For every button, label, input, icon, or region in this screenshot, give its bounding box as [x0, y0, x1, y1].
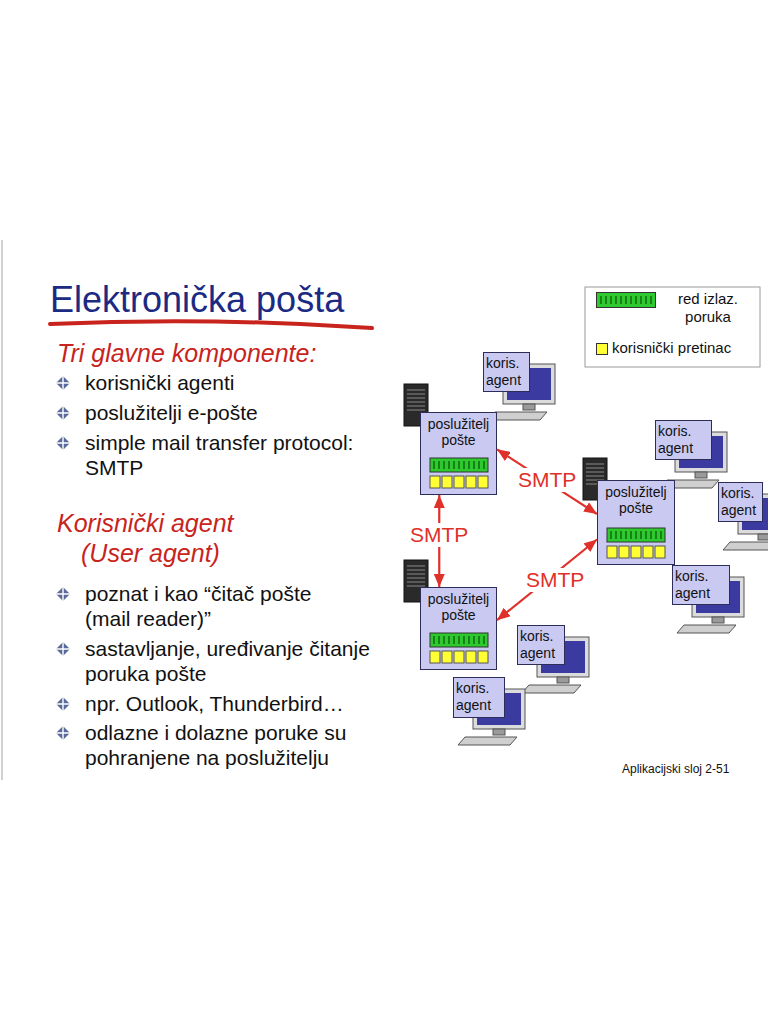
bullet: [56, 406, 70, 420]
slide-edge: [1, 240, 3, 780]
bullet: [56, 436, 70, 450]
edge-label: SMTP: [524, 568, 586, 592]
bullet: [56, 376, 70, 390]
bullet-text: poslužitelji e-pošte: [85, 400, 385, 425]
stripe-lines: [601, 296, 651, 304]
user-mailbox: [478, 476, 488, 488]
user-mailbox: [442, 476, 452, 488]
user-mailbox: [607, 546, 617, 558]
smtp-connector: [497, 449, 597, 514]
user-mailbox: [631, 546, 641, 558]
node-text: koris. agent: [518, 626, 564, 664]
user-agent-box: koris. agent: [655, 420, 712, 460]
legend-text: red izlaz. poruka: [662, 290, 754, 326]
user-agent-box: koris. agent: [453, 677, 505, 718]
user-mailbox: [466, 476, 476, 488]
node-text: poslužitelj pošte: [598, 481, 674, 516]
queue-stripes: [597, 293, 655, 307]
node-text: poslužitelj pošte: [421, 588, 496, 623]
user-mailbox: [478, 651, 488, 663]
edge-label: SMTP: [408, 523, 470, 547]
outgoing-queue-bar: [430, 458, 488, 472]
node-text: koris. agent: [484, 353, 529, 391]
mail-server-box: poslužitelj pošte: [420, 412, 497, 495]
legend-swatch: [596, 292, 656, 308]
slide-title: Elektronička pošta: [50, 279, 344, 321]
bullet-text: sastavljanje, uređivanje čitanje poruka …: [85, 636, 385, 686]
user-mailbox: [430, 476, 440, 488]
user-agent-box: koris. agent: [483, 352, 530, 392]
node-text: poslužitelj pošte: [421, 413, 496, 448]
section-heading: Korisnički agent (User agent): [57, 508, 287, 568]
node-text: koris. agent: [673, 566, 729, 604]
slide-footer: Aplikacijski sloj 2-51: [622, 762, 729, 776]
bullet: [56, 587, 70, 601]
mail-server-box: poslužitelj pošte: [597, 480, 675, 565]
bullet-text: npr. Outlook, Thunderbird…: [85, 691, 385, 716]
user-mailbox: [619, 546, 629, 558]
mail-server-box: poslužitelj pošte: [420, 587, 497, 670]
bullet-text: simple mail transfer protocol: SMTP: [85, 430, 385, 480]
outgoing-queue-bar: [607, 528, 665, 542]
user-mailbox: [442, 651, 452, 663]
user-agent-box: koris. agent: [517, 625, 565, 665]
node-text: koris. agent: [454, 678, 504, 716]
user-mailbox: [643, 546, 653, 558]
user-mailbox: [466, 651, 476, 663]
user-mailbox: [655, 546, 665, 558]
user-agent-box: koris. agent: [672, 565, 730, 605]
smtp-connector: [497, 540, 597, 621]
section-heading: Tri glavne komponente:: [57, 338, 387, 368]
node-text: koris. agent: [719, 483, 762, 521]
legend-box: [585, 287, 760, 367]
outgoing-queue-bar: [430, 633, 488, 647]
queue-stripes: [434, 461, 484, 469]
bullet-text: korisnički agenti: [85, 370, 385, 395]
legend-swatch: [596, 343, 608, 355]
queue-stripes: [611, 531, 661, 539]
user-mailbox: [454, 651, 464, 663]
bullet: [56, 642, 70, 656]
node-text: koris. agent: [656, 421, 711, 459]
user-agent-box: koris. agent: [718, 482, 763, 522]
edge-label: SMTP: [516, 468, 578, 492]
legend-text: korisnički pretinac: [612, 339, 760, 357]
bullet-text: poznat i kao “čitač pošte (mail reader)”: [85, 581, 355, 631]
bullet: [56, 697, 70, 711]
bullet: [56, 726, 70, 740]
user-mailbox: [454, 476, 464, 488]
queue-stripes: [434, 636, 484, 644]
title-underline: [50, 321, 372, 328]
user-mailbox: [430, 651, 440, 663]
bullet-text: odlazne i dolazne poruke su pohranjene n…: [85, 720, 385, 770]
